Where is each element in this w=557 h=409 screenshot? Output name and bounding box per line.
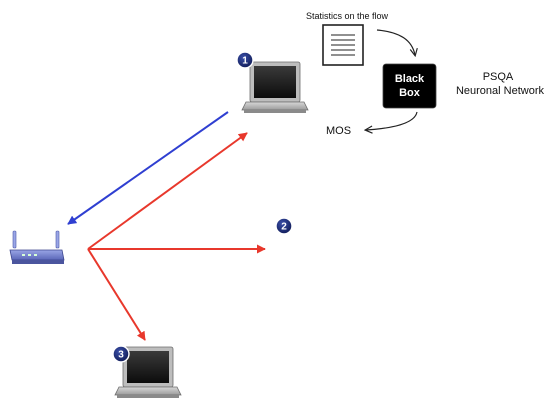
black-box-label-line2: Box [399,87,421,99]
router-icon [9,230,65,264]
badge-3: 3 [112,345,130,363]
flow-arrows [67,111,266,341]
stats-to-box-arrow [376,29,415,55]
laptop-icon [114,346,182,398]
laptop-icon [241,61,309,113]
box-to-mos-arrow [366,111,418,130]
badge-2: 2 [275,217,293,235]
psqa-label-line2: Neuronal Network [456,85,545,97]
badge-1: 1 [236,51,254,69]
laptop-1: 1 [236,51,309,113]
downlink-arrow-to-laptop-3 [87,248,146,341]
badge-2-label: 2 [281,222,287,233]
badge-3-label: 3 [118,350,124,361]
uplink-arrow [67,111,229,225]
laptop-3: 3 [112,345,182,398]
black-box: Black Box [382,63,437,109]
document-icon [322,24,364,66]
black-box-label-line1: Black [395,73,425,85]
downlink-arrow-to-laptop-1 [87,132,248,250]
mos-label: MOS [326,125,351,137]
badge-1-label: 1 [242,56,248,67]
statistics-label: Statistics on the flow [306,11,389,21]
psqa-label-line1: PSQA [483,71,514,83]
